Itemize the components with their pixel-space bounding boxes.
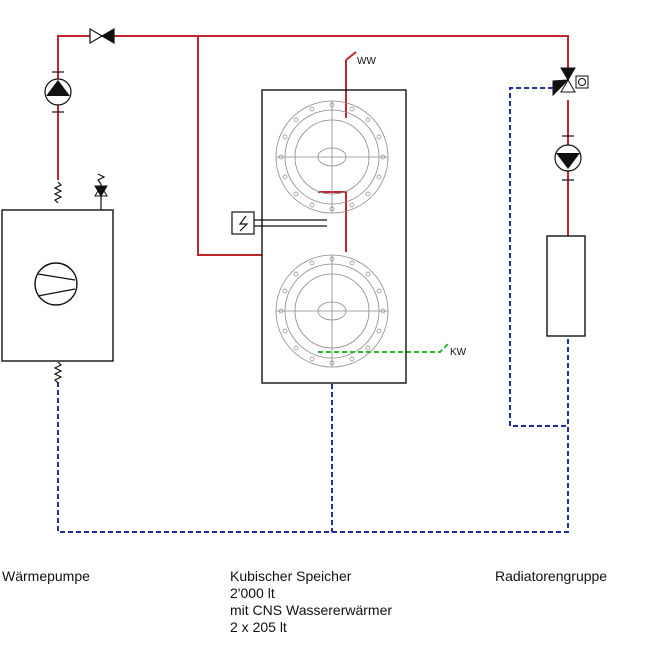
- circulation-pump-icon: [44, 71, 72, 113]
- heat-pump-unit: [1, 209, 114, 362]
- radiator: [546, 235, 586, 337]
- storage-caption-line-1: Kubischer Speicher: [230, 568, 352, 584]
- heat-pump-caption-text: Wärmepumpe: [2, 568, 90, 584]
- electric-heater-icon: [231, 211, 327, 235]
- hot-water-label: WW: [357, 56, 376, 67]
- cold-water-label: KW: [450, 347, 467, 358]
- storage-caption-line-3: mit CNS Wassererwärmer: [230, 602, 393, 618]
- check-valve-icon: [89, 27, 115, 45]
- radiator-group-caption: Radiatorengruppe: [495, 568, 607, 585]
- radiator-pump-icon: [554, 135, 582, 181]
- water-heater-lower: [275, 254, 389, 368]
- storage-caption-line-4: 2 x 205 lt: [230, 619, 287, 635]
- storage-tank: [261, 89, 407, 384]
- hydraulic-schematic: WW KW: [1, 27, 589, 533]
- storage-caption-line-2: 2'000 lt: [230, 585, 275, 601]
- supply-lines: [57, 35, 569, 256]
- water-heater-upper: [275, 100, 389, 214]
- cold-water-line: [318, 343, 449, 353]
- heat-pump-caption: Wärmepumpe: [2, 568, 90, 585]
- flex-connector-top-icon: [53, 181, 63, 204]
- radiator-group-caption-text: Radiatorengruppe: [495, 568, 608, 584]
- safety-valve-icon: [94, 173, 108, 210]
- return-lines: [57, 87, 569, 533]
- three-way-valve-icon: [552, 67, 589, 97]
- flex-connector-bottom-icon: [53, 361, 63, 384]
- storage-caption: Kubischer Speicher 2'000 lt mit CNS Wass…: [230, 568, 392, 636]
